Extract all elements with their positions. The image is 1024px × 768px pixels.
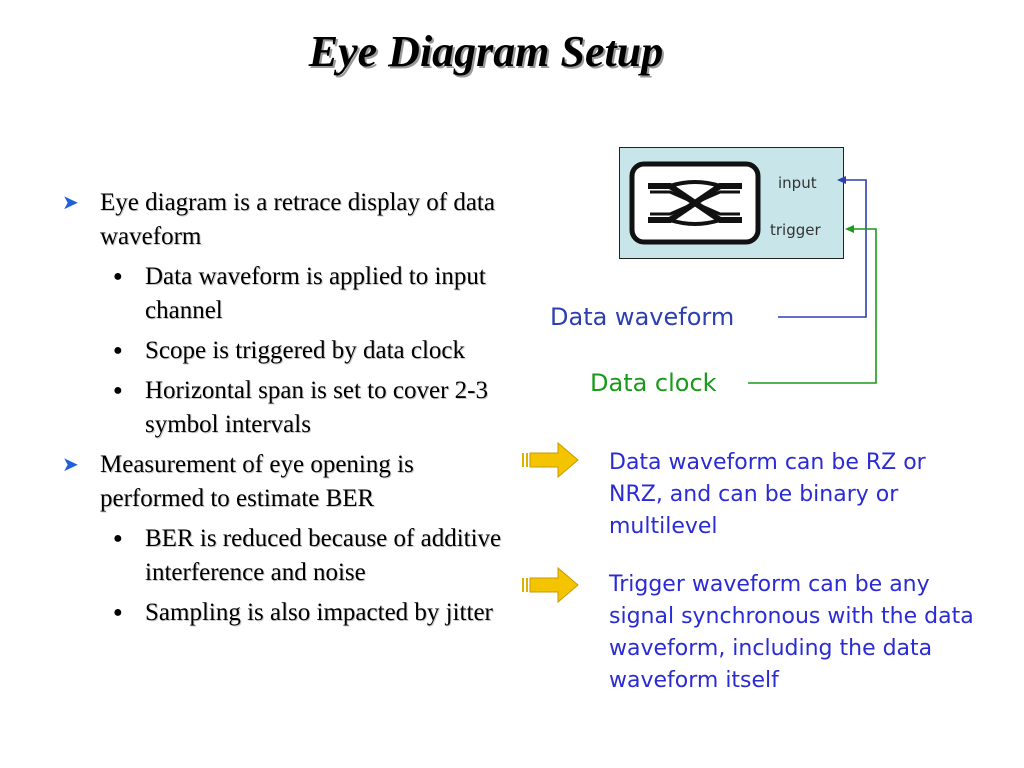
note-trigger: Trigger waveform can be any signal synch…	[609, 572, 974, 693]
block-arrow-icon	[522, 566, 579, 604]
arrowhead-bullet-icon: ➤	[62, 454, 79, 476]
eye-diagram-screen-icon	[629, 161, 761, 245]
oscilloscope-box: input trigger	[619, 147, 844, 259]
sub-bullet-item: ● Sampling is also impacted by jitter	[60, 596, 510, 630]
trigger-arrowhead-icon	[845, 225, 854, 233]
data-waveform-label: Data waveform	[550, 303, 735, 331]
data-clock-label: Data clock	[590, 369, 717, 397]
bullet-item: ➤ Measurement of eye opening is performe…	[60, 448, 510, 516]
bullet-text: Eye diagram is a retrace display of data…	[100, 189, 495, 250]
dot-bullet-icon: ●	[113, 604, 123, 621]
input-label: input	[778, 174, 817, 192]
sub-bullet-item: ● BER is reduced because of additive int…	[60, 522, 510, 590]
bullet-item: ➤ Eye diagram is a retrace display of da…	[60, 186, 510, 254]
sub-bullet-item: ● Scope is triggered by data clock	[60, 334, 510, 368]
sub-bullet-text: BER is reduced because of additive inter…	[145, 525, 502, 586]
sub-bullet-text: Horizontal span is set to cover 2-3 symb…	[145, 377, 488, 438]
trigger-label: trigger	[770, 221, 821, 239]
sub-bullet-text: Sampling is also impacted by jitter	[145, 599, 493, 626]
bullet-text: Measurement of eye opening is performed …	[100, 451, 414, 512]
dot-bullet-icon: ●	[113, 530, 123, 547]
dot-bullet-icon: ●	[113, 268, 123, 285]
sub-bullet-text: Data waveform is applied to input channe…	[145, 263, 486, 324]
dot-bullet-icon: ●	[113, 382, 123, 399]
dot-bullet-icon: ●	[113, 342, 123, 359]
block-arrow-icon	[522, 441, 579, 479]
note-waveform: Data waveform can be RZ or NRZ, and can …	[609, 450, 926, 539]
slide-title: Eye Diagram Setup	[308, 27, 664, 76]
sub-bullet-item: ● Horizontal span is set to cover 2-3 sy…	[60, 374, 510, 442]
bullet-list: ➤ Eye diagram is a retrace display of da…	[60, 186, 510, 636]
sub-bullet-text: Scope is triggered by data clock	[145, 337, 466, 364]
sub-bullet-item: ● Data waveform is applied to input chan…	[60, 260, 510, 328]
arrowhead-bullet-icon: ➤	[62, 192, 79, 214]
